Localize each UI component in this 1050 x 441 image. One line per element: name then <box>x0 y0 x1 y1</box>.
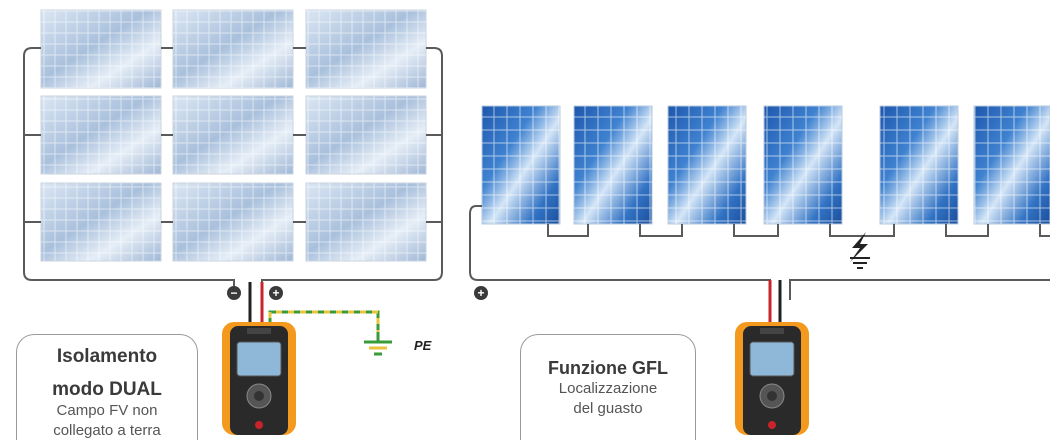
callout-sub-line2: collegato a terra <box>53 422 161 439</box>
gfl-function-callout: Funzione GFL Localizzazione del guasto <box>520 334 696 440</box>
callout-title-line2: modo DUAL <box>52 379 162 400</box>
isolation-dual-callout: Isolamento modo DUAL Campo FV non colleg… <box>16 334 198 440</box>
solar-panel-icon <box>305 9 427 89</box>
solar-panel-icon <box>879 105 959 225</box>
solar-panel-icon <box>172 182 294 262</box>
solar-panel-icon <box>40 95 162 175</box>
solar-panel-icon <box>763 105 843 225</box>
callout-sub-line2: del guasto <box>573 400 643 417</box>
solar-panel-icon <box>305 182 427 262</box>
multimeter-tester-icon <box>735 322 809 435</box>
solar-panel-icon <box>172 9 294 89</box>
plus-label-right: + <box>477 286 484 300</box>
plus-terminal-right: + <box>474 286 488 300</box>
solar-panel-icon <box>573 105 653 225</box>
solar-panel-icon <box>172 95 294 175</box>
solar-panel-icon <box>481 105 561 225</box>
solar-panel-icon <box>305 95 427 175</box>
solar-panel-icon <box>40 9 162 89</box>
callout-sub-line1: Campo FV non <box>56 402 158 419</box>
fault-bolt-icon <box>850 232 870 269</box>
minus-label: − <box>230 286 237 300</box>
callout-title-line1: Isolamento <box>56 346 158 367</box>
solar-panel-icon <box>973 105 1050 225</box>
right-pv-array <box>481 105 1050 225</box>
minus-terminal: − <box>227 286 241 300</box>
ground-symbol-icon <box>364 332 392 356</box>
solar-panel-icon <box>667 105 747 225</box>
plus-terminal: + <box>269 286 283 300</box>
left-array-wiring <box>23 47 443 296</box>
right-test-leads <box>768 280 782 328</box>
callout-title: Funzione GFL <box>548 358 668 378</box>
callout-sub-line1: Localizzazione <box>558 380 658 397</box>
plus-label: + <box>272 286 279 300</box>
left-pv-array <box>40 9 427 262</box>
solar-panel-icon <box>40 182 162 262</box>
right-array-wiring <box>469 205 1050 300</box>
multimeter-tester-icon <box>222 322 296 435</box>
pe-label: PE <box>414 338 432 353</box>
